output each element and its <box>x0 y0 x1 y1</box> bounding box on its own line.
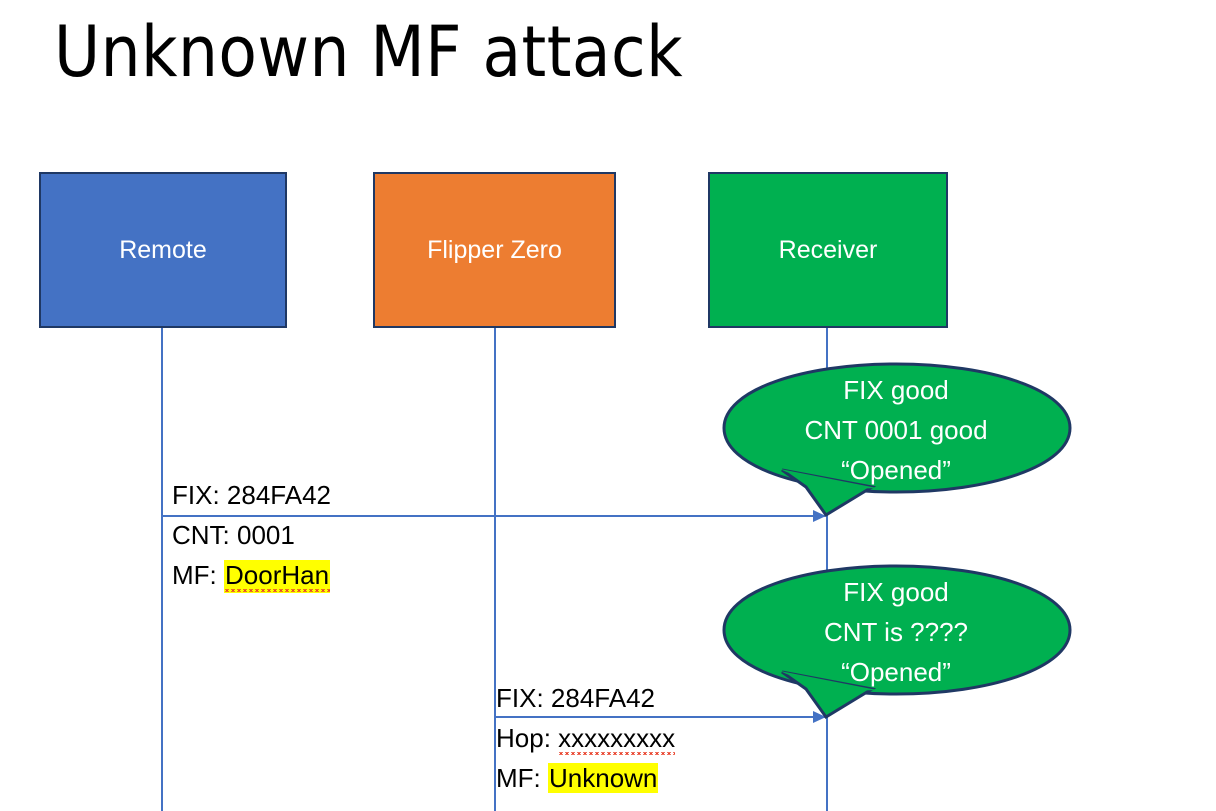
callout-ellipse-2 <box>722 564 1072 696</box>
lifeline-flipper <box>494 326 496 811</box>
actor-label-flipper: Flipper Zero <box>427 235 562 264</box>
message-line-fix: FIX: 284FA42 <box>172 475 331 515</box>
actor-box-flipper[interactable]: Flipper Zero <box>373 172 616 328</box>
message2-line-fix-prefix: FIX: <box>496 683 551 713</box>
actor-label-remote: Remote <box>119 235 207 264</box>
message2-line-mf-prefix: MF: <box>496 763 548 793</box>
page-title: Unknown MF attack <box>54 11 684 93</box>
message2-line-fix: FIX: 284FA42 <box>496 678 675 718</box>
actor-box-receiver[interactable]: Receiver <box>708 172 948 328</box>
message-line-cnt: CNT: 0001 <box>172 515 331 555</box>
message-line-cnt-prefix: CNT: <box>172 520 237 550</box>
message-label-remote-to-receiver: FIX: 284FA42 CNT: 0001 MF: DoorHan <box>172 475 331 595</box>
message2-line-hop: Hop: xxxxxxxxx <box>496 718 676 758</box>
lifeline-receiver <box>826 326 828 811</box>
lifeline-remote <box>161 326 163 811</box>
callout-ellipse-1 <box>722 362 1072 494</box>
actor-box-remote[interactable]: Remote <box>39 172 287 328</box>
message-label-flipper-to-receiver: FIX: 284FA42 Hop: xxxxxxxxx MF: Unknown <box>496 678 676 798</box>
message2-line-hop-value: xxxxxxxxx <box>558 723 676 756</box>
message-line-cnt-value: 0001 <box>237 520 295 550</box>
callout-good[interactable]: FIX good CNT 0001 good “Opened” <box>722 362 1072 518</box>
message2-line-hop-prefix: Hop: <box>496 723 559 753</box>
message-line-fix-prefix: FIX: <box>172 480 227 510</box>
message-line-mf-prefix: MF: <box>172 560 224 590</box>
message-line-fix-value: 284FA42 <box>226 480 331 510</box>
message-line-mf-value: DoorHan <box>224 560 330 593</box>
message-line-mf: MF: DoorHan <box>172 555 331 595</box>
message2-line-mf: MF: Unknown <box>496 758 675 798</box>
message2-line-mf-value: Unknown <box>548 763 659 793</box>
message2-line-fix-value: 284FA42 <box>550 683 655 713</box>
actor-label-receiver: Receiver <box>778 235 878 264</box>
callout-unknown[interactable]: FIX good CNT is ???? “Opened” <box>722 564 1072 720</box>
